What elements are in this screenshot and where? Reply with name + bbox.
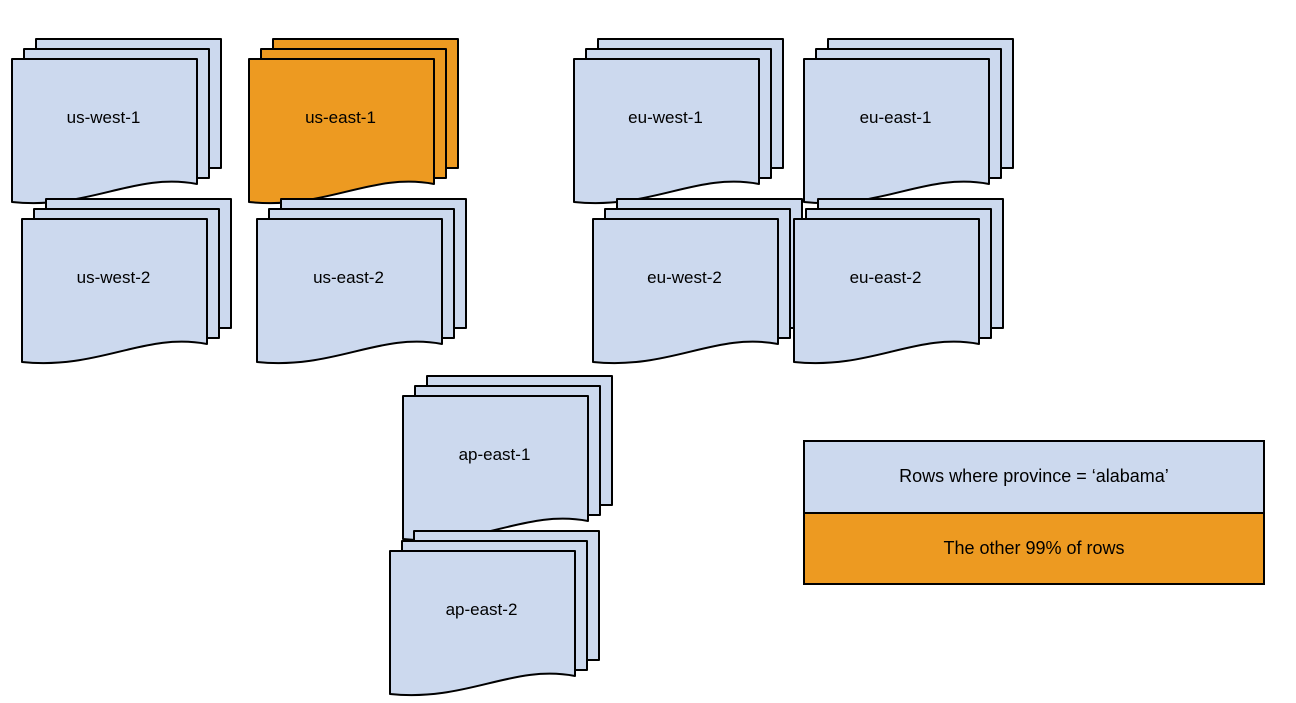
legend-item-alabama-label: Rows where province = ‘alabama’ (899, 466, 1169, 487)
legend-item-other-rows: The other 99% of rows (805, 513, 1263, 583)
document-stack-ap-east-2[interactable]: ap-east-2 (389, 530, 602, 703)
document-stack-shape (803, 38, 1014, 205)
document-stack-shape (592, 198, 803, 365)
document-stack-shape (21, 198, 232, 365)
document-sheet-front (803, 58, 990, 205)
document-stack-eu-west-2[interactable]: eu-west-2 (592, 198, 805, 371)
document-stack-us-east-2[interactable]: us-east-2 (256, 198, 469, 371)
document-stack-eu-east-2[interactable]: eu-east-2 (793, 198, 1006, 371)
document-stack-ap-east-1[interactable]: ap-east-1 (402, 375, 615, 548)
document-sheet-front (21, 218, 208, 365)
document-stack-shape (11, 38, 222, 205)
legend: Rows where province = ‘alabama’ The othe… (803, 440, 1265, 585)
document-sheet-front (389, 550, 576, 697)
document-stack-us-east-1[interactable]: us-east-1 (248, 38, 461, 211)
document-stack-shape (573, 38, 784, 205)
document-sheet-front (248, 58, 435, 205)
document-stack-eu-east-1[interactable]: eu-east-1 (803, 38, 1016, 211)
document-stack-eu-west-1[interactable]: eu-west-1 (573, 38, 786, 211)
document-sheet-front (793, 218, 980, 365)
legend-item-other-rows-label: The other 99% of rows (943, 537, 1125, 558)
document-sheet-front (11, 58, 198, 205)
document-stack-us-west-2[interactable]: us-west-2 (21, 198, 234, 371)
document-stack-shape (389, 530, 600, 697)
document-stack-shape (402, 375, 613, 542)
document-stack-us-west-1[interactable]: us-west-1 (11, 38, 224, 211)
document-stack-shape (256, 198, 467, 365)
document-sheet-front (592, 218, 779, 365)
legend-item-alabama: Rows where province = ‘alabama’ (805, 442, 1263, 514)
document-sheet-front (256, 218, 443, 365)
document-stack-shape (248, 38, 459, 205)
document-sheet-front (402, 395, 589, 542)
document-sheet-front (573, 58, 760, 205)
document-stack-shape (793, 198, 1004, 365)
